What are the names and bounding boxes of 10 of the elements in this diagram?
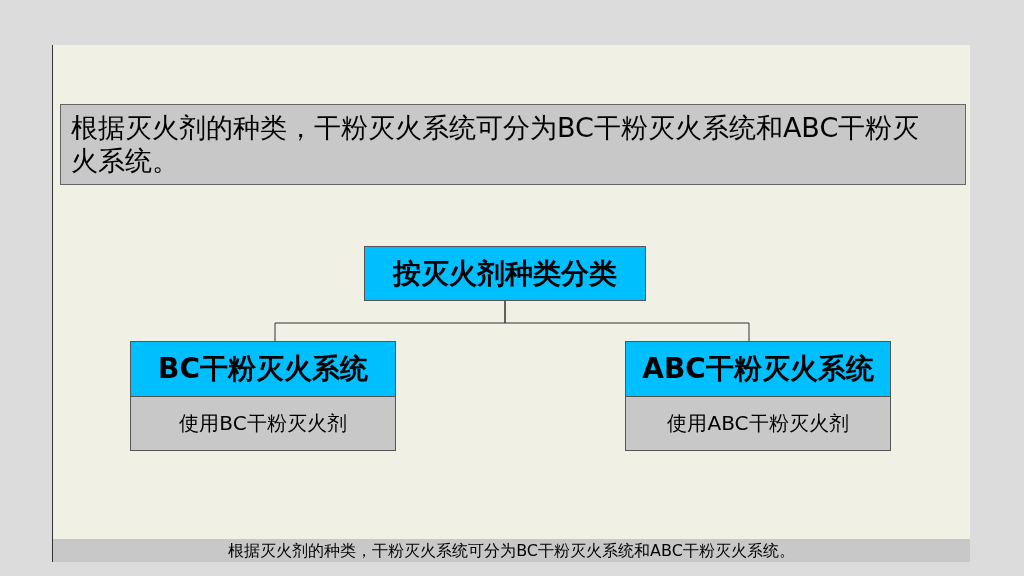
title-box: 根据灭火剂的种类，干粉灭火系统可分为BC干粉灭火系统和ABC干粉灭火系统。 — [60, 104, 966, 185]
box-body: 使用ABC干粉灭火剂 — [626, 395, 890, 450]
box-heading: BC干粉灭火系统 — [131, 342, 395, 396]
category-box — [130, 341, 396, 451]
box-heading: ABC干粉灭火系统 — [626, 342, 890, 396]
category-box — [625, 341, 891, 451]
box-body: 使用BC干粉灭火剂 — [131, 395, 395, 450]
connector-line — [504, 300, 750, 342]
category-label: 按灭火剂种类分类 — [365, 247, 645, 300]
caption-bar: 根据灭火剂的种类，干粉灭火系统可分为BC干粉灭火系统和ABC干粉灭火系统。 — [53, 539, 970, 562]
